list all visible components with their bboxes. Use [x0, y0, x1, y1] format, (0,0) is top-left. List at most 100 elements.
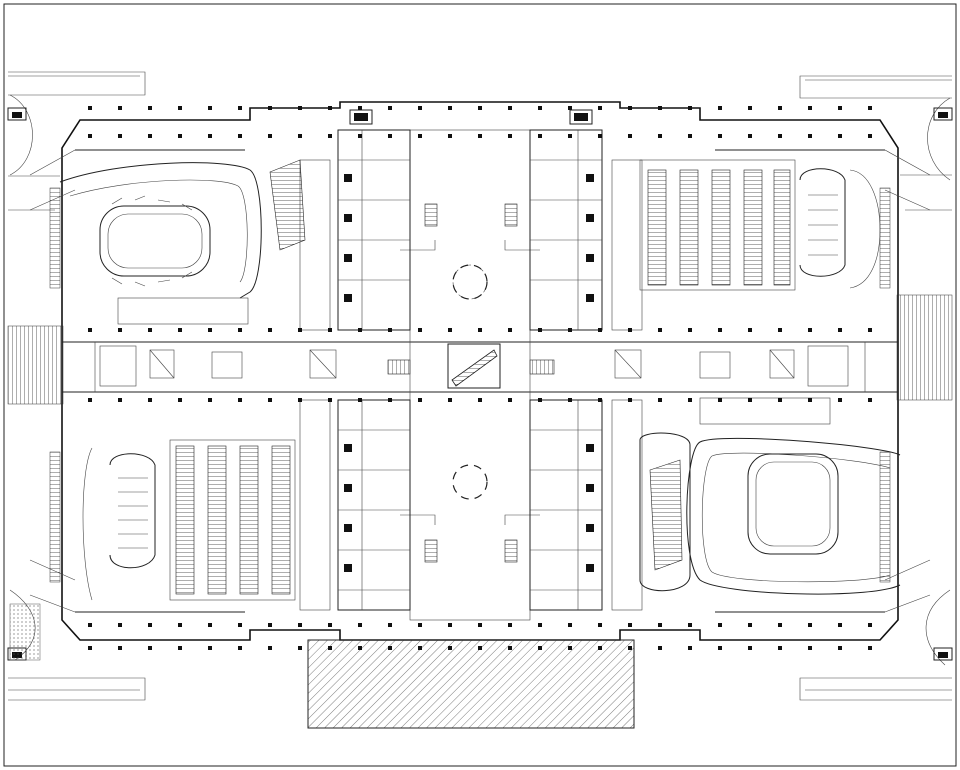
- column: [778, 328, 782, 332]
- column: [748, 646, 752, 650]
- column: [148, 398, 152, 402]
- column: [868, 106, 872, 110]
- column: [628, 106, 632, 110]
- drawing-frame: [3, 3, 957, 767]
- column: [358, 328, 362, 332]
- column: [538, 623, 542, 627]
- column: [748, 106, 752, 110]
- column: [688, 134, 692, 138]
- column: [598, 106, 602, 110]
- column: [808, 106, 812, 110]
- column: [838, 328, 842, 332]
- column: [238, 328, 242, 332]
- column: [268, 328, 272, 332]
- column: [448, 623, 452, 627]
- column: [178, 398, 182, 402]
- column: [118, 134, 122, 138]
- column: [88, 646, 92, 650]
- column: [508, 106, 512, 110]
- column: [238, 134, 242, 138]
- column: [778, 398, 782, 402]
- column: [808, 398, 812, 402]
- column: [298, 328, 302, 332]
- column: [568, 646, 572, 650]
- column: [418, 106, 422, 110]
- column-grid: [88, 106, 872, 650]
- column: [418, 646, 422, 650]
- column: [388, 134, 392, 138]
- column: [778, 623, 782, 627]
- column: [748, 623, 752, 627]
- column: [88, 328, 92, 332]
- column: [328, 134, 332, 138]
- column: [868, 623, 872, 627]
- column: [538, 134, 542, 138]
- column: [478, 623, 482, 627]
- column: [208, 398, 212, 402]
- column: [238, 398, 242, 402]
- column: [268, 398, 272, 402]
- column: [328, 398, 332, 402]
- column: [718, 328, 722, 332]
- column: [748, 134, 752, 138]
- column: [568, 106, 572, 110]
- column: [238, 106, 242, 110]
- column: [508, 328, 512, 332]
- column: [838, 623, 842, 627]
- column: [298, 398, 302, 402]
- column: [118, 328, 122, 332]
- column: [328, 106, 332, 110]
- column: [748, 328, 752, 332]
- site-roads: [8, 71, 952, 701]
- column: [868, 646, 872, 650]
- column: [298, 106, 302, 110]
- column: [388, 398, 392, 402]
- column: [148, 134, 152, 138]
- column: [418, 328, 422, 332]
- column: [268, 134, 272, 138]
- column: [508, 134, 512, 138]
- column: [478, 398, 482, 402]
- column: [388, 646, 392, 650]
- column: [478, 328, 482, 332]
- column: [388, 623, 392, 627]
- column: [658, 646, 662, 650]
- column: [538, 646, 542, 650]
- column: [538, 398, 542, 402]
- column: [508, 646, 512, 650]
- column: [238, 623, 242, 627]
- column: [628, 398, 632, 402]
- column: [148, 646, 152, 650]
- room-blocks: [299, 109, 643, 611]
- column: [328, 646, 332, 650]
- column: [778, 646, 782, 650]
- column: [478, 134, 482, 138]
- column: [838, 106, 842, 110]
- column: [178, 134, 182, 138]
- column: [448, 106, 452, 110]
- column: [658, 134, 662, 138]
- column: [598, 623, 602, 627]
- column: [808, 328, 812, 332]
- column: [448, 134, 452, 138]
- column: [118, 623, 122, 627]
- se-bus-loop: [639, 397, 901, 595]
- column: [478, 106, 482, 110]
- column: [688, 328, 692, 332]
- column: [268, 106, 272, 110]
- column: [88, 398, 92, 402]
- column: [808, 646, 812, 650]
- escalator-hub: [387, 343, 555, 389]
- column: [208, 646, 212, 650]
- column: [448, 328, 452, 332]
- column: [778, 134, 782, 138]
- column: [538, 328, 542, 332]
- column: [178, 623, 182, 627]
- column: [718, 398, 722, 402]
- column: [118, 106, 122, 110]
- column: [388, 328, 392, 332]
- column: [268, 646, 272, 650]
- column: [118, 646, 122, 650]
- column: [688, 646, 692, 650]
